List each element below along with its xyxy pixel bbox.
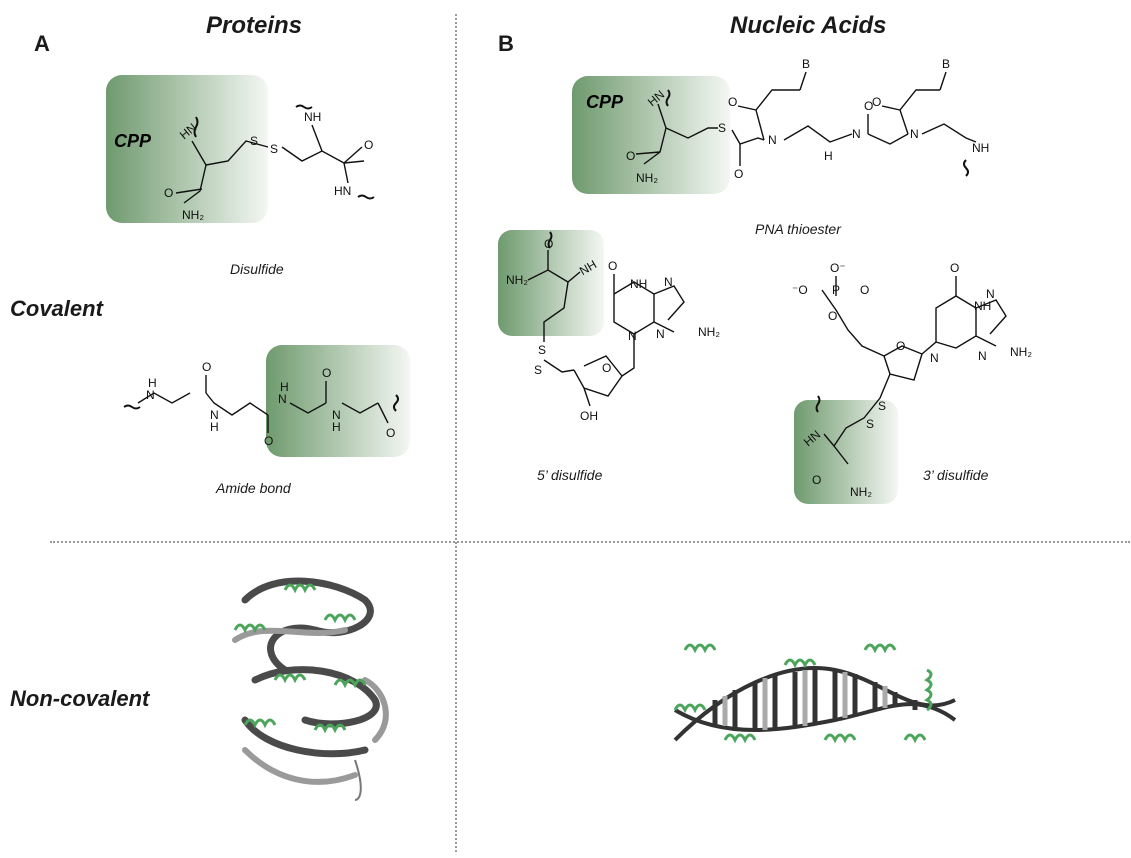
column-title-proteins: Proteins [206, 12, 303, 39]
atom-h: H [824, 149, 833, 163]
three-prime-disulfide-structure: O⁻ ⁻O P O O O S S HN O NH₂ N O N NH N NH… [792, 261, 1032, 504]
atom-oh: OH [580, 409, 598, 423]
atom-n: N [664, 275, 673, 289]
atom-nh2: NH₂ [182, 208, 204, 222]
atom-n: N [768, 133, 777, 147]
atom-n: N [278, 392, 287, 406]
atom-n: N [930, 351, 939, 365]
atom-nh2: NH₂ [698, 325, 720, 339]
panel-label-a: A [34, 31, 50, 56]
cpp-box [572, 76, 730, 194]
atom-o: O [864, 99, 873, 113]
five-prime-disulfide-structure: O NH₂ NH S S O OH O N N NH N NH₂ [498, 230, 720, 423]
atom-o-minus: O⁻ [830, 261, 846, 275]
pna-thioester-structure: CPP HN O NH₂ S O N O B H N O N O B NH [572, 57, 989, 194]
atom-o: O [728, 95, 737, 109]
atom-o: O [202, 360, 211, 374]
atom-o: O [626, 149, 635, 163]
cpp-box [794, 400, 898, 504]
atom-o: O [812, 473, 821, 487]
cpp-label: CPP [586, 92, 624, 112]
atom-o: O [860, 283, 869, 297]
column-title-nucleic-acids: Nucleic Acids [730, 12, 887, 39]
atom-o: O [544, 237, 553, 251]
atom-n: N [656, 327, 665, 341]
atom-o: O [322, 366, 331, 380]
atom-o: O [734, 167, 743, 181]
atom-s: S [270, 142, 278, 156]
caption-pna-thioester: PNA thioester [755, 221, 841, 237]
atom-s: S [250, 134, 258, 148]
cpp-label: CPP [114, 131, 152, 151]
atom-nh: NH [974, 299, 991, 313]
atom-nh: NH [304, 110, 321, 124]
cpp-box [266, 345, 410, 457]
atom-n: N [986, 287, 995, 301]
atom-n: N [628, 329, 637, 343]
atom-o: O [164, 186, 173, 200]
atom-o: O [608, 259, 617, 273]
atom-n: N [146, 388, 155, 402]
atom-nh2: NH₂ [850, 485, 872, 499]
panel-label-b: B [498, 31, 514, 56]
cpp-box [498, 230, 604, 336]
atom-n: N [332, 408, 341, 422]
horizontal-divider [50, 541, 1130, 543]
nucleic-acid-cpp-complex-illustration [673, 643, 957, 744]
row-title-covalent: Covalent [10, 296, 103, 321]
atom-n: N [978, 349, 987, 363]
caption-disulfide: Disulfide [230, 261, 284, 277]
caption-5-disulfide: 5’ disulfide [537, 467, 603, 483]
atom-h: H [148, 376, 157, 390]
atom-o: O [896, 339, 905, 353]
protein-cpp-complex-illustration [232, 577, 389, 801]
atom-nh: NH [972, 141, 989, 155]
caption-amide-bond: Amide bond [216, 480, 291, 496]
atom-o: O [872, 95, 881, 109]
atom-o: O [364, 138, 373, 152]
atom-s: S [534, 363, 542, 377]
cpp-box [106, 75, 268, 223]
atom-s: S [718, 121, 726, 135]
atom-s: S [866, 417, 874, 431]
atom-o: O [264, 434, 273, 448]
atom-nh2: NH₂ [506, 273, 528, 287]
atom-h: H [210, 420, 219, 434]
atom-h: H [332, 420, 341, 434]
caption-3-disulfide: 3’ disulfide [923, 467, 989, 483]
atom-b: B [942, 57, 950, 71]
atom-n: N [210, 408, 219, 422]
atom-nh2: NH₂ [636, 171, 658, 185]
atom-hn: HN [334, 184, 351, 198]
atom-o: O [386, 426, 395, 440]
vertical-divider [455, 14, 457, 852]
atom-b: B [802, 57, 810, 71]
protein-disulfide-structure: CPP HN S S O NH₂ NH O HN [106, 75, 375, 223]
atom-n: N [852, 127, 861, 141]
atom-s: S [878, 399, 886, 413]
atom-o: O [602, 361, 611, 375]
row-title-non-covalent: Non-covalent [10, 686, 150, 711]
atom-o: O [950, 261, 959, 275]
atom-nh2: NH₂ [1010, 345, 1032, 359]
atom-minus-o: ⁻O [792, 283, 808, 297]
atom-nh: NH [630, 277, 647, 291]
atom-h: H [280, 380, 289, 394]
atom-n: N [910, 127, 919, 141]
atom-p: P [832, 283, 840, 297]
atom-o: O [828, 309, 837, 323]
protein-amide-bond-structure: H N O N H O H N O N H O [123, 345, 410, 457]
atom-s: S [538, 343, 546, 357]
